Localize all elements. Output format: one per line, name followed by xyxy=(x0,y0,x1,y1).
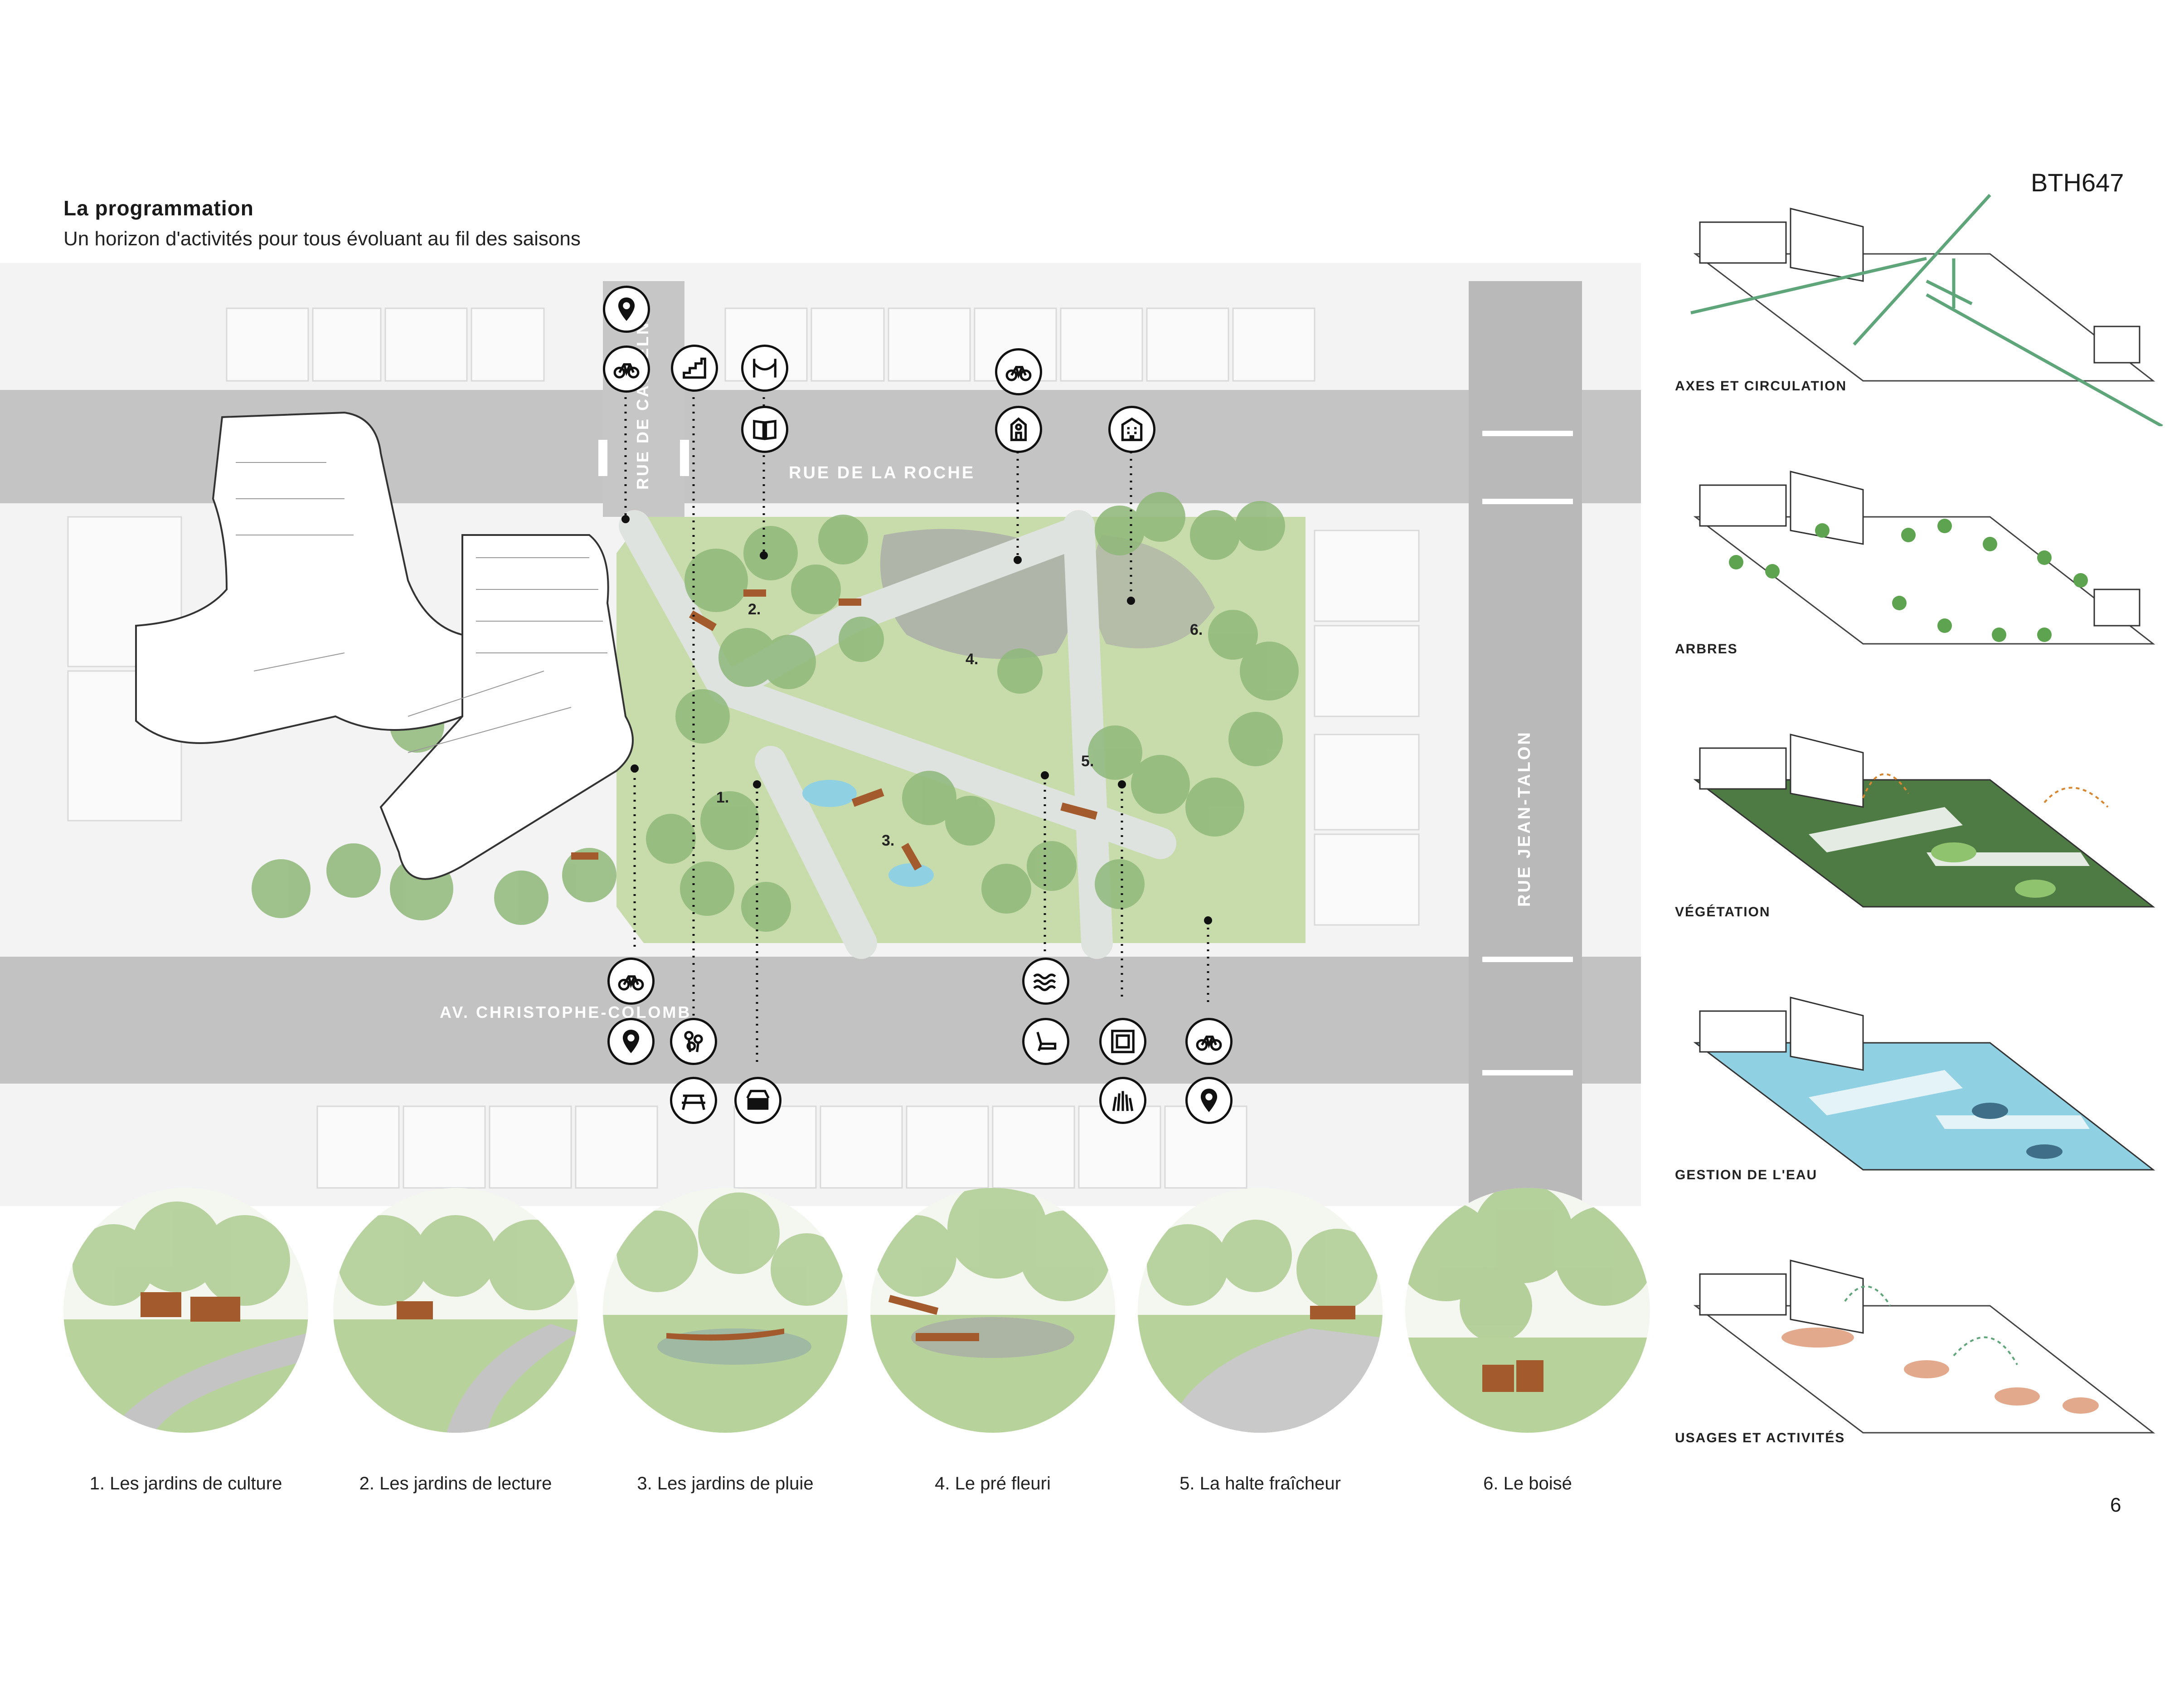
vignette-pre-fleuri xyxy=(870,1188,1115,1433)
axo-water xyxy=(1693,997,2155,1171)
street-label-bottom: AV. CHRISTOPHE-COLOMB xyxy=(440,1003,691,1022)
bicycle-icon xyxy=(1185,1018,1233,1065)
street-label-right: RUE JEAN-TALON xyxy=(1515,730,1534,907)
building-icon xyxy=(1108,406,1155,453)
picnic-table-icon xyxy=(670,1077,717,1124)
caption-5: 5. La halte fraîcheur xyxy=(1179,1474,1341,1493)
location-pin-icon xyxy=(1185,1077,1233,1124)
caption-6: 6. Le boisé xyxy=(1483,1474,1572,1493)
vignette-boise xyxy=(1405,1188,1650,1433)
water-waves-icon xyxy=(1022,958,1069,1005)
location-pin-icon xyxy=(603,286,650,333)
zone-number-4: 4. xyxy=(966,651,978,668)
frame-icon xyxy=(1099,1018,1146,1065)
lounge-chair-icon xyxy=(1022,1018,1069,1065)
axo-label-trees: ARBRES xyxy=(1675,642,1738,657)
site-plan: RUE DE LA ROCHE AV. CHRISTOPHE-COLOMB RU… xyxy=(0,263,1641,1206)
zone-number-1: 1. xyxy=(716,789,729,806)
caption-2: 2. Les jardins de lecture xyxy=(359,1474,552,1493)
page-subtitle: Un horizon d'activités pour tous évoluan… xyxy=(63,228,581,250)
axo-label-usages: USAGES ET ACTIVITÉS xyxy=(1675,1430,1845,1445)
playground-icon xyxy=(995,406,1042,453)
zone-number-5: 5. xyxy=(1081,753,1094,770)
axo-vegetation xyxy=(1693,734,2155,908)
book-icon xyxy=(741,406,788,453)
location-pin-icon xyxy=(607,1018,655,1065)
caption-3: 3. Les jardins de pluie xyxy=(637,1474,814,1493)
vignette-halte-fraicheur xyxy=(1138,1188,1383,1433)
stairs-icon xyxy=(671,345,718,392)
page-number: 6 xyxy=(2110,1494,2121,1516)
street-label-top: RUE DE LA ROCHE xyxy=(789,463,975,482)
zone-number-2: 2. xyxy=(748,601,761,618)
vignette-jardins-pluie xyxy=(603,1188,848,1433)
market-stall-icon xyxy=(734,1077,781,1124)
axo-label-water: GESTION DE L'EAU xyxy=(1675,1167,1818,1182)
flowers-icon xyxy=(670,1018,717,1065)
vignette-jardins-lecture xyxy=(333,1188,578,1433)
project-code: BTH647 xyxy=(2031,168,2124,197)
bicycle-icon xyxy=(607,958,655,1005)
vignette-jardins-culture xyxy=(63,1188,308,1433)
axo-label-vegetation: VÉGÉTATION xyxy=(1675,905,1771,919)
caption-1: 1. Les jardins de culture xyxy=(89,1474,282,1493)
axo-trees xyxy=(1693,471,2155,645)
axo-usages xyxy=(1693,1260,2155,1434)
bicycle-icon xyxy=(603,345,650,393)
hammock-icon xyxy=(741,345,788,392)
grass-icon xyxy=(1099,1077,1146,1124)
bicycle-icon xyxy=(995,348,1042,395)
axo-label-circulation: AXES ET CIRCULATION xyxy=(1675,379,1847,394)
page-title: La programmation xyxy=(63,196,254,220)
caption-4: 4. Le pré fleuri xyxy=(935,1474,1051,1493)
axo-circulation xyxy=(1690,194,2163,426)
zone-number-6: 6. xyxy=(1190,621,1203,638)
zone-number-3: 3. xyxy=(882,832,894,849)
